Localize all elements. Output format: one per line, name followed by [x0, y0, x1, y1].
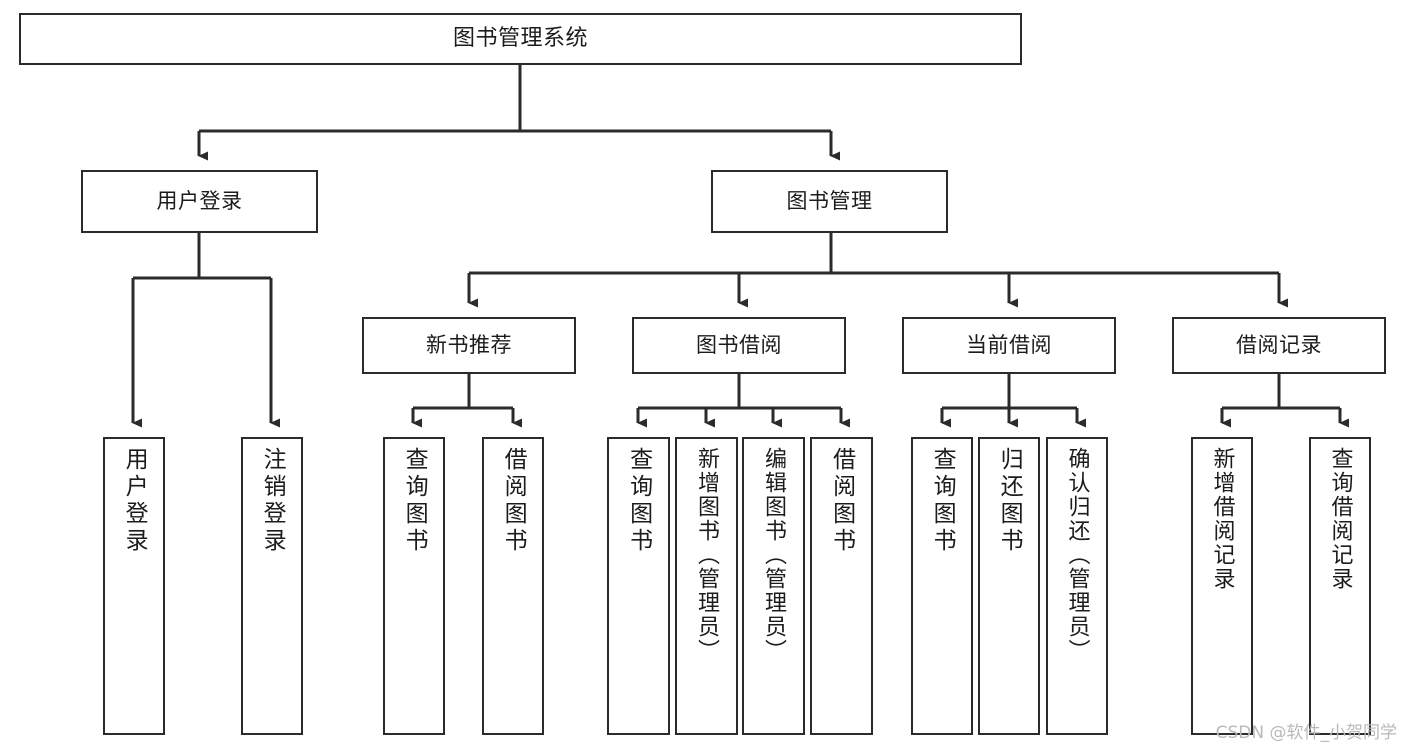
leaf-add-borrow-record[interactable]: 新增借阅记录 — [1191, 437, 1253, 735]
node-label: 编辑图书（管理员） — [761, 447, 787, 663]
node-current-borrowing[interactable]: 当前借阅 — [902, 317, 1116, 374]
leaf-query-book-new-recommendation[interactable]: 查询图书 — [383, 437, 445, 735]
leaf-logout[interactable]: 注销登录 — [241, 437, 303, 735]
leaf-borrow-book-borrowing[interactable]: 借阅图书 — [810, 437, 873, 735]
node-label: 查询图书 — [929, 447, 956, 555]
node-label: 查询借阅记录 — [1327, 447, 1353, 591]
node-label: 图书借阅 — [696, 333, 782, 358]
node-label: 注销登录 — [259, 447, 286, 555]
node-borrow-records[interactable]: 借阅记录 — [1172, 317, 1386, 374]
node-label: 用户登录 — [156, 189, 243, 214]
node-label: 借阅图书 — [828, 447, 855, 555]
node-user-login[interactable]: 用户登录 — [81, 170, 318, 233]
node-label: 新书推荐 — [426, 333, 512, 358]
leaf-confirm-return-admin[interactable]: 确认归还（管理员） — [1046, 437, 1108, 735]
node-label: 图书管理系统 — [452, 26, 588, 52]
node-label: 图书管理 — [786, 189, 873, 214]
leaf-borrow-book-new-recommendation[interactable]: 借阅图书 — [482, 437, 544, 735]
leaf-edit-book-admin[interactable]: 编辑图书（管理员） — [742, 437, 805, 735]
node-label: 确认归还（管理员） — [1064, 447, 1090, 663]
leaf-query-book-borrowing[interactable]: 查询图书 — [607, 437, 670, 735]
leaf-add-book-admin[interactable]: 新增图书（管理员） — [675, 437, 738, 735]
node-label: 用户登录 — [121, 447, 148, 555]
node-new-book-recommendation[interactable]: 新书推荐 — [362, 317, 576, 374]
node-label: 借阅图书 — [500, 447, 527, 555]
node-label: 当前借阅 — [966, 333, 1052, 358]
node-root-library-management-system[interactable]: 图书管理系统 — [19, 13, 1022, 65]
watermark: CSDN @软件_小贺同学 — [1215, 723, 1397, 743]
leaf-query-book-current[interactable]: 查询图书 — [911, 437, 973, 735]
node-book-borrowing[interactable]: 图书借阅 — [632, 317, 846, 374]
leaf-user-login[interactable]: 用户登录 — [103, 437, 165, 735]
node-label: 查询图书 — [401, 447, 428, 555]
node-book-management[interactable]: 图书管理 — [711, 170, 948, 233]
node-label: 借阅记录 — [1236, 333, 1322, 358]
leaf-query-borrow-record[interactable]: 查询借阅记录 — [1309, 437, 1371, 735]
node-label: 新增借阅记录 — [1209, 447, 1235, 591]
node-label: 归还图书 — [996, 447, 1023, 555]
node-label: 新增图书（管理员） — [694, 447, 720, 663]
node-label: 查询图书 — [625, 447, 652, 555]
leaf-return-book[interactable]: 归还图书 — [978, 437, 1040, 735]
